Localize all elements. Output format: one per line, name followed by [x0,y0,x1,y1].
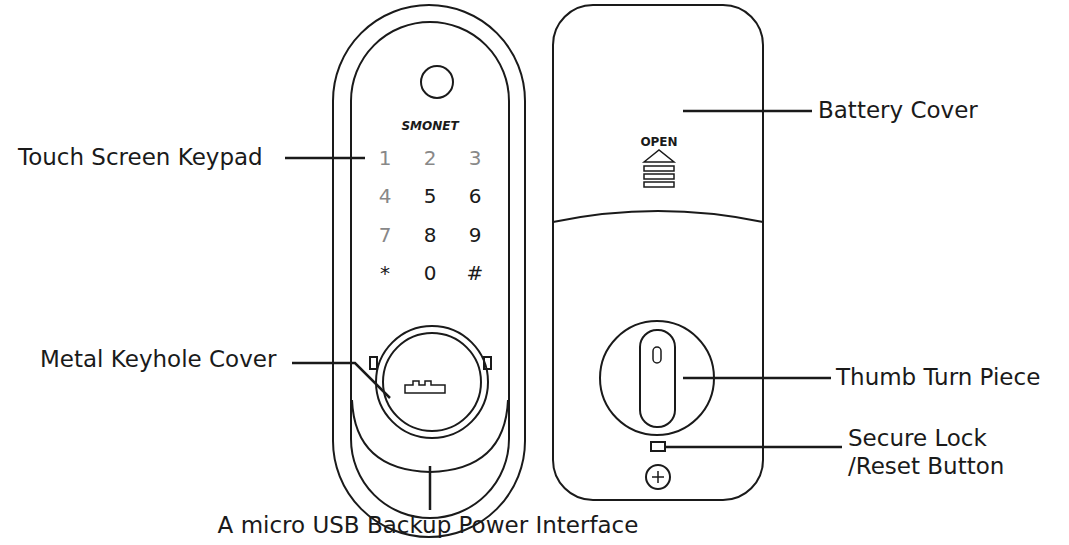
thumb-turn-mark [653,347,661,363]
key-digit: 3 [469,146,482,170]
key-digit: 6 [469,184,482,208]
back-housing [553,5,763,500]
key-digit: 7 [379,223,392,247]
thumb-turn [640,330,675,427]
callout-label: Battery Cover [818,97,978,125]
key-digit: * [380,261,390,285]
battery-cover-edge [553,211,763,222]
callout-label: Touch Screen Keypad [18,144,263,172]
key-slot [405,381,445,393]
callout-label: A micro USB Backup Power Interface [218,512,639,540]
key-digit: 0 [424,261,437,285]
leader-line [683,110,812,113]
open-text: OPEN [640,135,677,149]
key-digit: 8 [424,223,437,247]
keyhole-ring [376,326,488,438]
key-digit: # [467,261,484,285]
open-bar [644,182,674,187]
keyhole-cover [383,333,481,431]
open-arrow [644,150,674,162]
callout-label: Metal Keyhole Cover [40,346,276,374]
key-digit: 1 [379,146,392,170]
key-digit: 2 [424,146,437,170]
brand-logo: SMONET [401,119,458,133]
open-bar [644,166,674,171]
leader-line [285,157,365,160]
leader-line [665,446,842,449]
callout-label: Thumb Turn Piece [836,364,1040,392]
tab [370,357,377,369]
tab [484,357,491,369]
screw-cross [652,471,664,483]
key-digit: 9 [469,223,482,247]
callout-label: Secure Lock /Reset Button [848,425,1023,480]
leader-line [429,466,432,510]
screw [646,465,670,489]
open-bar [644,174,674,179]
chin-curve [352,400,508,472]
fingerprint-sensor [421,66,453,98]
key-digit: 4 [379,184,392,208]
key-digit: 5 [424,184,437,208]
leader-line [292,363,390,398]
reset-button [651,442,665,451]
leader-line [683,377,831,380]
front-inner [351,22,509,518]
front-housing [333,5,525,537]
